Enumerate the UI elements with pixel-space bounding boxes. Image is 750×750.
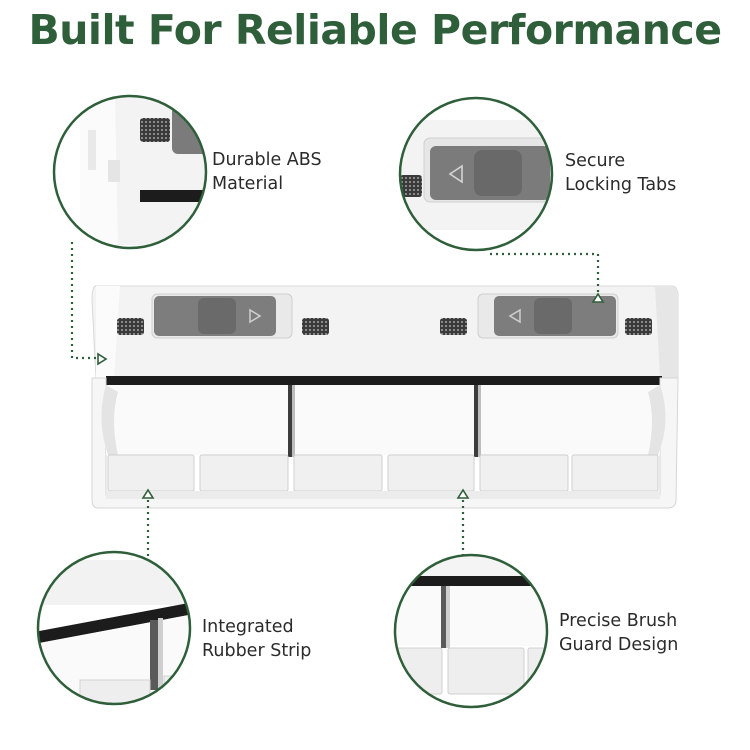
callout-line: Guard Design	[559, 635, 679, 655]
locking-tab-left	[151, 293, 293, 339]
pointer-triangles	[97, 292, 605, 499]
brush-guard-product	[91, 285, 679, 509]
vent-grill	[302, 318, 329, 335]
leader-lines	[70, 242, 600, 556]
locking-tab-right	[477, 293, 619, 339]
callout-brush-guard: Precise Brush Guard Design	[559, 609, 678, 657]
zoom-circle-rubber	[36, 550, 192, 706]
vent-grill	[625, 318, 652, 335]
callout-durable-abs: Durable ABS Material	[212, 148, 322, 196]
vent-grill	[440, 318, 467, 335]
vent-grill	[117, 318, 144, 335]
zoom-circle-tabs	[398, 96, 554, 252]
callout-line: Secure	[565, 151, 626, 171]
headline: Built For Reliable Performance	[28, 6, 722, 54]
callout-line: Rubber Strip	[202, 641, 312, 661]
callout-line: Durable ABS	[212, 150, 322, 170]
callout-line: Material	[212, 174, 284, 194]
callout-line: Precise Brush	[559, 611, 678, 631]
zoom-circle-guard	[393, 553, 549, 709]
callout-rubber-strip: Integrated Rubber Strip	[202, 615, 311, 663]
callout-line: Integrated	[202, 617, 294, 637]
rubber-strip	[106, 376, 662, 385]
zoom-circle-abs	[52, 94, 208, 250]
callout-line: Locking Tabs	[565, 175, 677, 195]
callout-locking-tabs: Secure Locking Tabs	[565, 149, 676, 197]
